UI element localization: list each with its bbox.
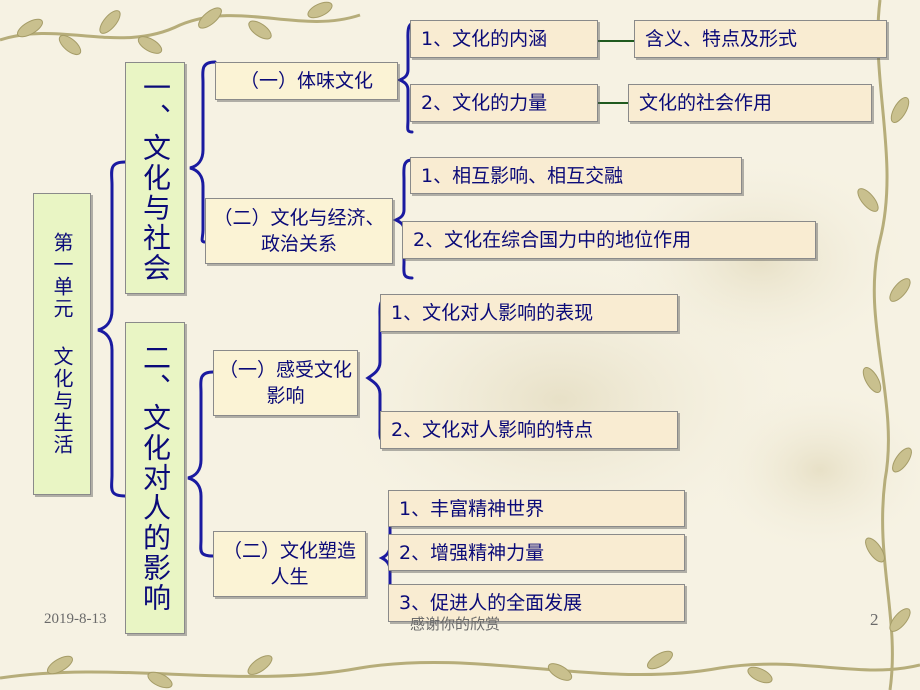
subsection-label-1: （一）体味文化: [239, 70, 373, 92]
detail-label-1: 含义、特点及形式: [645, 28, 798, 50]
detail-box-1[interactable]: 含义、特点及形式: [634, 20, 887, 58]
point-box-6[interactable]: 2、文化对人影响的特点: [380, 411, 678, 449]
point-box-9[interactable]: 3、促进人的全面发展: [388, 584, 685, 622]
point-label-5: 1、文化对人影响的表现: [391, 302, 594, 324]
section-box-2[interactable]: 二、文化对人的影响: [125, 322, 185, 634]
point-box-4[interactable]: 2、文化在综合国力中的地位作用: [402, 221, 816, 259]
detail-label-2: 文化的社会作用: [639, 92, 773, 114]
subsection-box-1[interactable]: （一）体味文化: [215, 62, 398, 100]
footer-page-number: 2: [870, 610, 879, 629]
point-box-2[interactable]: 2、文化的力量: [410, 84, 598, 122]
section-label-2: 二、文化对人的影响: [139, 343, 172, 613]
detail-box-2[interactable]: 文化的社会作用: [628, 84, 872, 122]
point-label-8: 2、增强精神力量: [399, 541, 545, 564]
subsection-box-2[interactable]: （二）文化与经济、政治关系: [205, 198, 393, 264]
point-box-8[interactable]: 2、增强精神力量: [388, 534, 685, 571]
subsection-box-3[interactable]: （一）感受文化影响: [213, 350, 358, 416]
point-box-1[interactable]: 1、文化的内涵: [410, 20, 598, 58]
point-label-2: 2、文化的力量: [421, 92, 548, 114]
point-box-3[interactable]: 1、相互影响、相互交融: [410, 157, 742, 194]
point-label-1: 1、文化的内涵: [421, 28, 548, 50]
point-label-9: 3、促进人的全面发展: [399, 592, 583, 614]
root-label: 第一单元 文化与生活: [50, 232, 74, 456]
point-label-3: 1、相互影响、相互交融: [421, 164, 624, 187]
section-box-1[interactable]: 一、文化与社会: [125, 62, 185, 294]
point-box-5[interactable]: 1、文化对人影响的表现: [380, 294, 678, 332]
point-label-4: 2、文化在综合国力中的地位作用: [413, 229, 692, 251]
subsection-box-4[interactable]: （二）文化塑造人生: [213, 531, 366, 597]
point-label-6: 2、文化对人影响的特点: [391, 419, 594, 441]
root-box[interactable]: 第一单元 文化与生活: [33, 193, 91, 495]
footer-thanks: 感谢你的欣赏: [410, 615, 501, 633]
footer-date: 2019-8-13: [44, 611, 107, 627]
subsection-label-4: （二）文化塑造人生: [222, 540, 356, 588]
subsection-label-2: （二）文化与经济、政治关系: [213, 207, 385, 255]
point-box-7[interactable]: 1、丰富精神世界: [388, 490, 685, 527]
subsection-label-3: （一）感受文化影响: [218, 359, 352, 407]
point-label-7: 1、丰富精神世界: [399, 497, 545, 520]
section-label-1: 一、文化与社会: [139, 73, 172, 283]
